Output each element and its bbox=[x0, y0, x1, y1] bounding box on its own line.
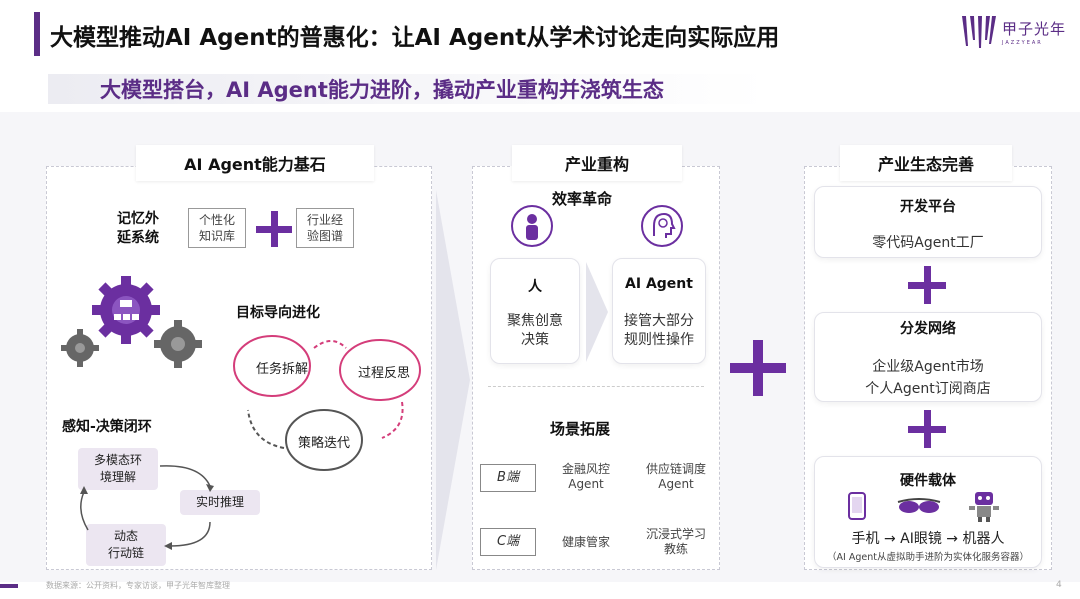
b-end-item-supply: 供应链调度 Agent bbox=[645, 462, 706, 491]
efficiency-label: 效率革命 bbox=[552, 190, 613, 208]
goal-label: 目标导向进化 bbox=[236, 305, 320, 321]
b-end-label: B端 bbox=[480, 464, 536, 492]
loop-arrows bbox=[80, 465, 214, 550]
goal-cycle-diagram bbox=[233, 335, 421, 471]
loop-step-reasoning: 实时推理 bbox=[180, 490, 260, 515]
card-dev-platform-desc: 零代码Agent工厂 bbox=[872, 235, 984, 251]
card-distribution bbox=[814, 312, 1042, 402]
human-desc: 聚焦创意 决策 bbox=[507, 313, 563, 348]
gears-icon bbox=[61, 276, 202, 368]
goal-step-reflect: 过程反思 bbox=[357, 366, 410, 381]
robot-icon bbox=[969, 492, 999, 522]
arrow-right-icon bbox=[586, 262, 608, 362]
middle-divider bbox=[488, 386, 704, 387]
card-dev-platform bbox=[814, 186, 1042, 258]
right-panel-header: 产业生态完善 bbox=[840, 145, 1012, 181]
phone-icon bbox=[848, 492, 866, 520]
c-end-label: C端 bbox=[480, 528, 536, 556]
card-hardware-desc: 手机 → AI眼镜 → 机器人 bbox=[851, 531, 1005, 547]
middle-panel-header: 产业重构 bbox=[512, 145, 682, 181]
logo-text: 甲子光年 bbox=[1002, 20, 1067, 38]
glasses-icon bbox=[897, 498, 941, 513]
card-dev-platform-title: 开发平台 bbox=[900, 199, 956, 215]
card-hardware-note: （AI Agent从虚拟助手进阶为实体化服务容器） bbox=[827, 552, 1029, 563]
plus-icon-large bbox=[730, 340, 786, 396]
memory-label: 记忆外 延系统 bbox=[117, 211, 159, 246]
agent-card bbox=[612, 258, 706, 364]
plus-icon bbox=[908, 266, 946, 304]
page-subtitle: 大模型搭台，AI Agent能力进阶，撬动产业重构并浇筑生态 bbox=[100, 78, 664, 102]
footer-source: 数据来源：公开资料，专家访谈，甲子光年智库整理 bbox=[46, 581, 230, 590]
card-distribution-title: 分发网络 bbox=[900, 321, 956, 337]
person-icon bbox=[511, 205, 553, 247]
plus-icon bbox=[908, 410, 946, 448]
agent-desc: 接管大部分 规则性操作 bbox=[624, 313, 694, 348]
page-title: 大模型推动AI Agent的普惠化：让AI Agent从学术讨论走向实际应用 bbox=[50, 25, 780, 51]
chevron-right-icon bbox=[436, 190, 470, 570]
logo-mark-icon bbox=[962, 16, 996, 48]
card-hardware-title: 硬件载体 bbox=[900, 473, 956, 489]
goal-step-iterate: 策略迭代 bbox=[297, 436, 350, 451]
left-panel-header: AI Agent能力基石 bbox=[136, 145, 374, 181]
loop-label: 感知-决策闭环 bbox=[62, 419, 152, 435]
page-number: 4 bbox=[1056, 580, 1062, 590]
scenes-label: 场景拓展 bbox=[550, 420, 611, 438]
ai-head-icon bbox=[641, 205, 683, 247]
c-end-item-health: 健康管家 bbox=[561, 535, 610, 549]
subtitle-background bbox=[48, 74, 768, 104]
logo-subtext: JAZZYEAR bbox=[1002, 40, 1043, 46]
memory-chip-knowledge: 个性化 知识库 bbox=[188, 208, 246, 248]
c-end-item-learning: 沉浸式学习 教练 bbox=[645, 527, 706, 556]
human-title: 人 bbox=[528, 279, 542, 295]
agent-title: AI Agent bbox=[625, 276, 693, 292]
loop-step-perception: 多模态环 境理解 bbox=[78, 448, 158, 490]
human-card bbox=[490, 258, 580, 364]
memory-chip-experience: 行业经 验图谱 bbox=[296, 208, 354, 248]
b-end-item-finance: 金融风控 Agent bbox=[561, 462, 610, 491]
plus-icon bbox=[256, 211, 292, 247]
card-distribution-desc: 企业级Agent市场 个人Agent订阅商店 bbox=[865, 359, 991, 397]
footer-accent-bar bbox=[0, 584, 18, 588]
title-accent-bar bbox=[34, 12, 40, 56]
goal-step-decompose: 任务拆解 bbox=[255, 362, 308, 377]
loop-step-action: 动态 行动链 bbox=[86, 524, 166, 566]
